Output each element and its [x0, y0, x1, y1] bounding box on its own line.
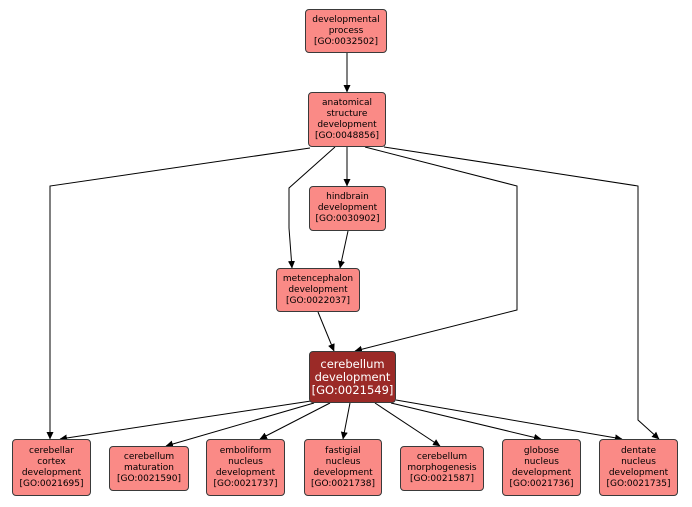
- node-label-line: [GO:0021737]: [213, 478, 278, 489]
- edge-cerebellum-development-to-cerebellar-cortex-development: [59, 400, 312, 442]
- node-label-line: globose: [523, 445, 560, 456]
- node-label-line: development: [511, 467, 572, 478]
- node-cerebellum-development[interactable]: cerebellum development [GO:0021549]: [309, 351, 396, 403]
- node-label-line: morphogenesis: [407, 463, 477, 473]
- node-developmental-process[interactable]: developmental process [GO:0032502]: [305, 9, 387, 53]
- edge-cerebellum-development-to-emboliform-nucleus-development: [259, 402, 331, 440]
- node-label-line: [GO:0030902]: [315, 214, 380, 224]
- edge-anatomical-structure-development-to-cerebellum-development: [354, 146, 518, 353]
- node-label-line: development: [215, 467, 276, 478]
- node-label-line: development: [314, 369, 391, 384]
- node-label-line: development: [288, 284, 348, 295]
- edge-anatomical-structure-development-to-dentate-nucleus-development: [383, 146, 660, 440]
- node-hindbrain-development[interactable]: hindbrain development [GO:0030902]: [309, 186, 386, 231]
- edge-cerebellum-development-to-cerebellum-morphogenesis: [374, 402, 441, 447]
- node-globose-nucleus-development[interactable]: globose nucleus development [GO:0021736]: [502, 439, 581, 496]
- node-label-line: development: [608, 467, 669, 478]
- node-label-line: development: [21, 467, 82, 478]
- node-label-line: cerebellum: [320, 356, 385, 371]
- node-label-line: [GO:0021590]: [116, 474, 182, 484]
- node-label-line: [GO:0032502]: [313, 36, 379, 47]
- node-metencephalon-development[interactable]: metencephalon development [GO:0022037]: [276, 268, 360, 312]
- edge-metencephalon-development-to-cerebellum-development: [317, 311, 335, 352]
- edge-hindbrain-development-to-metencephalon-development: [338, 230, 349, 269]
- node-cerebellum-morphogenesis[interactable]: cerebellum morphogenesis [GO:0021587]: [400, 446, 484, 491]
- edge-cerebellum-development-to-dentate-nucleus-development: [395, 399, 623, 442]
- node-label-line: dentate: [620, 445, 657, 456]
- node-label-line: process: [328, 25, 364, 36]
- node-label-line: [GO:0021736]: [509, 478, 574, 489]
- edge-cerebellum-development-to-globose-nucleus-development: [390, 402, 542, 441]
- node-cerebellum-maturation[interactable]: cerebellum maturation [GO:0021590]: [109, 446, 189, 491]
- edge-anatomical-structure-development-to-cerebellar-cortex-development: [46, 147, 311, 440]
- node-label-line: cerebellum: [123, 452, 175, 462]
- node-label-line: development: [317, 119, 377, 130]
- node-label-line: [GO:0021587]: [409, 474, 475, 484]
- node-label-line: nucleus: [621, 456, 656, 467]
- node-label-line: [GO:0022037]: [285, 295, 351, 306]
- node-label-line: [GO:0021695]: [19, 478, 84, 489]
- node-label-line: metencephalon: [282, 273, 354, 284]
- node-label-line: maturation: [124, 463, 174, 473]
- edge-anatomical-structure-development-to-metencephalon-development: [287, 146, 336, 269]
- node-label-line: [GO:0048856]: [314, 130, 380, 141]
- node-label-line: [GO:0021735]: [606, 478, 671, 489]
- node-label-line: cerebellum: [416, 452, 468, 462]
- node-label-line: nucleus: [325, 456, 361, 467]
- node-fastigial-nucleus-development[interactable]: fastigial nucleus development [GO:002173…: [304, 439, 382, 496]
- node-label-line: cortex: [37, 456, 66, 467]
- node-label-line: development: [313, 467, 373, 478]
- node-label-line: structure: [326, 108, 368, 119]
- edge-cerebellum-development-to-fastigial-nucleus-development: [340, 402, 351, 440]
- node-anatomical-structure-development[interactable]: anatomical structure development [GO:004…: [308, 92, 386, 147]
- node-label-line: development: [317, 203, 378, 213]
- node-label-line: developmental: [312, 14, 380, 25]
- node-label-line: [GO:0021549]: [311, 382, 394, 397]
- node-label-line: cerebellar: [29, 445, 74, 456]
- node-dentate-nucleus-development[interactable]: dentate nucleus development [GO:0021735]: [599, 439, 678, 496]
- node-cerebellar-cortex-development[interactable]: cerebellar cortex development [GO:002169…: [12, 439, 91, 496]
- node-label-line: [GO:0021738]: [310, 478, 376, 489]
- node-label-line: hindbrain: [326, 192, 369, 202]
- edge-cerebellum-development-to-cerebellum-maturation: [165, 402, 315, 448]
- node-label-line: anatomical: [321, 97, 372, 108]
- node-label-line: nucleus: [228, 456, 263, 467]
- node-label-line: emboliform: [219, 445, 272, 456]
- node-emboliform-nucleus-development[interactable]: emboliform nucleus development [GO:00217…: [206, 439, 285, 496]
- node-label-line: nucleus: [524, 456, 559, 467]
- node-label-line: fastigial: [325, 445, 361, 456]
